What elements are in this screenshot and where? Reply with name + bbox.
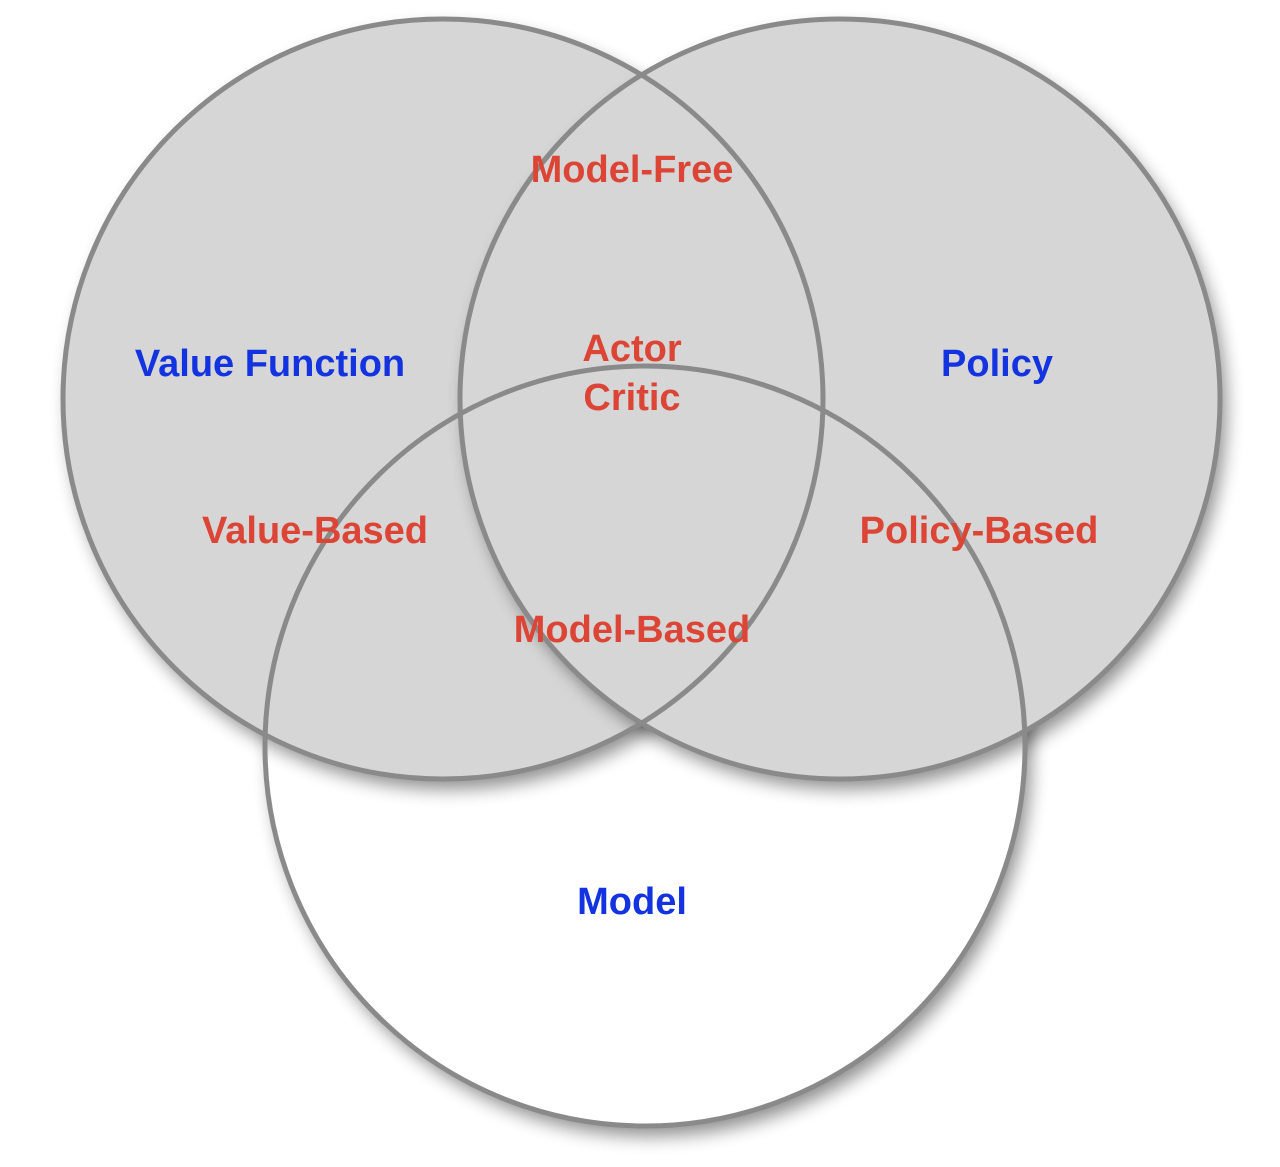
- actor-critic-label-line1: Actor: [582, 328, 681, 370]
- policy-circle-outline: [457, 16, 1223, 782]
- value-function-circle-outline: [60, 16, 826, 782]
- model-free-label: Model-Free: [531, 149, 734, 191]
- actor-critic-label-line2: Critic: [583, 377, 680, 419]
- model-based-label: Model-Based: [514, 609, 750, 651]
- value-function-label: Value Function: [135, 343, 405, 385]
- policy-based-label: Policy-Based: [860, 510, 1099, 552]
- policy-circle: [460, 19, 1220, 779]
- value-based-label: Value-Based: [202, 510, 428, 552]
- policy-label: Policy: [941, 343, 1053, 385]
- model-circle-outline: [262, 363, 1028, 1129]
- model-label: Model: [577, 881, 687, 923]
